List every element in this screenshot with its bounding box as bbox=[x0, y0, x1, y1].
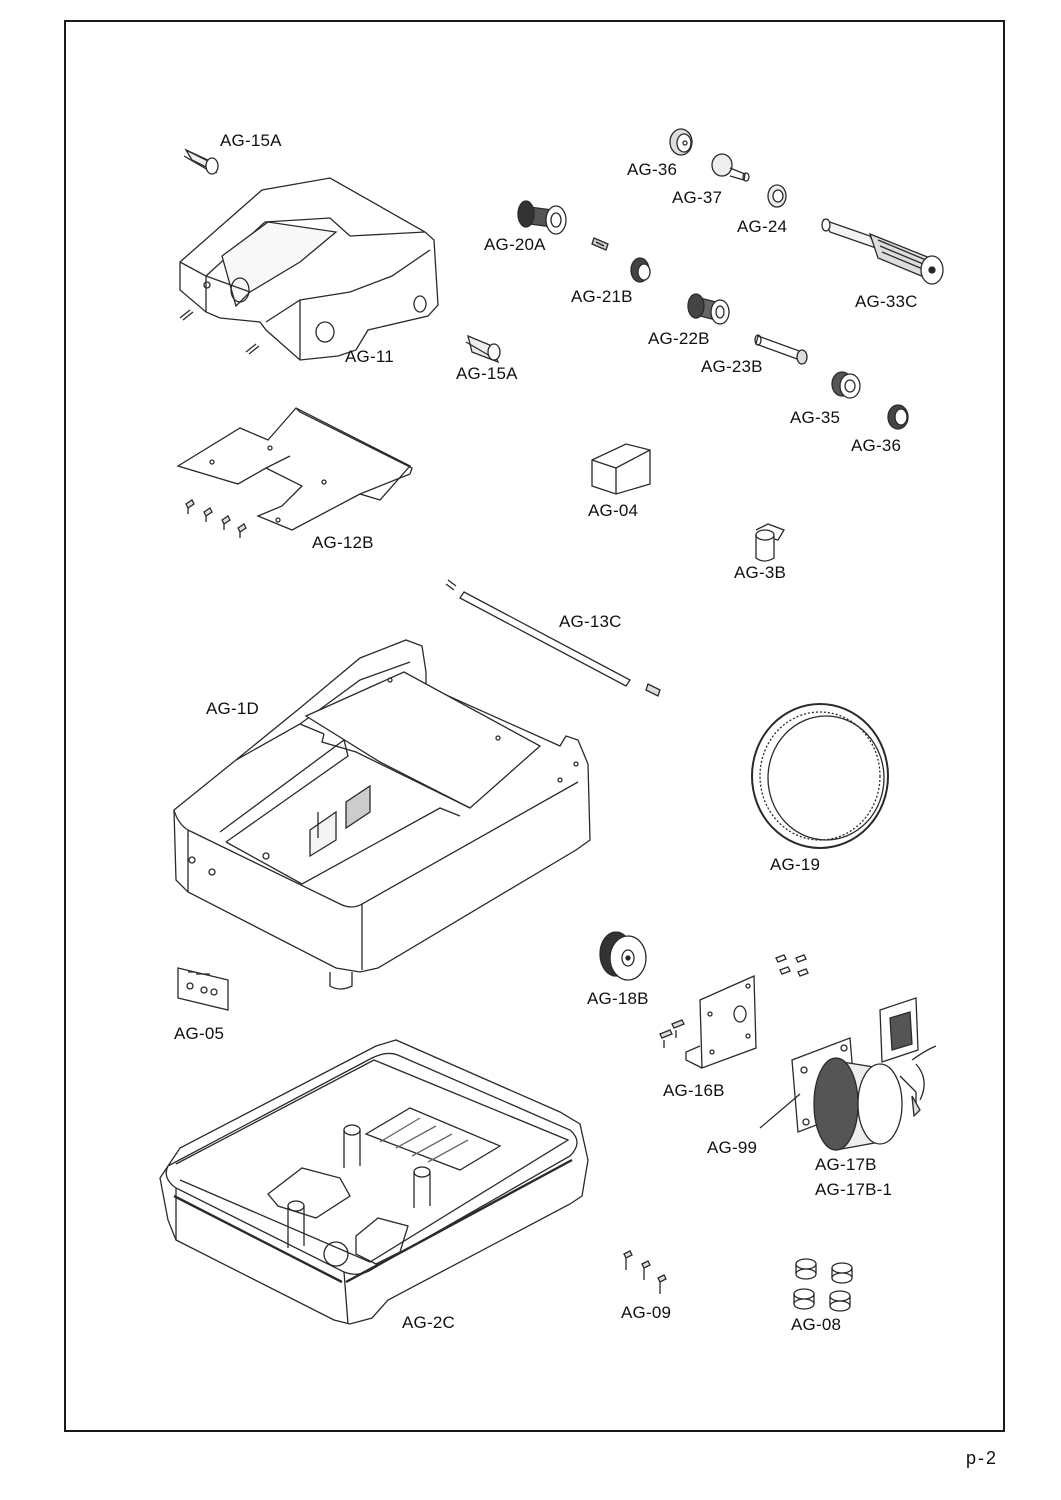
label-ag-37: AG-37 bbox=[672, 188, 723, 207]
label-ag-16b: AG-16B bbox=[663, 1081, 725, 1100]
part-ag-13c bbox=[445, 579, 661, 697]
part-ag-19 bbox=[751, 703, 889, 849]
part-ag-17b-motor bbox=[759, 997, 937, 1151]
part-ag-21b bbox=[591, 237, 651, 283]
part-ag-2c bbox=[159, 1039, 589, 1325]
label-ag-24: AG-24 bbox=[737, 217, 788, 236]
label-ag-04: AG-04 bbox=[588, 501, 639, 520]
part-ag-15a-top bbox=[183, 148, 219, 175]
part-ag-22b bbox=[687, 293, 730, 325]
label-ag-15a-top: AG-15A bbox=[220, 131, 282, 150]
label-ag-22b: AG-22B bbox=[648, 329, 710, 348]
part-ag-16b bbox=[659, 954, 809, 1069]
part-ag-12b bbox=[176, 407, 413, 538]
label-ag-09: AG-09 bbox=[621, 1303, 672, 1322]
part-ag-08 bbox=[793, 1258, 853, 1312]
label-ag-12b: AG-12B bbox=[312, 533, 374, 552]
label-ag-35: AG-35 bbox=[790, 408, 841, 427]
label-ag-23b: AG-23B bbox=[701, 357, 763, 376]
part-ag-35 bbox=[831, 371, 861, 399]
label-ag-13c: AG-13C bbox=[559, 612, 622, 631]
part-ag-36-bottom bbox=[887, 404, 909, 430]
part-ag-18b bbox=[599, 931, 647, 981]
page-number: p-2 bbox=[966, 1448, 999, 1468]
part-ag-36-top bbox=[669, 128, 693, 156]
label-ag-36-top: AG-36 bbox=[627, 160, 678, 179]
label-ag-15a-mid: AG-15A bbox=[456, 364, 518, 383]
label-ag-33c: AG-33C bbox=[855, 292, 918, 311]
part-ag-05 bbox=[177, 967, 229, 1011]
part-ag-04 bbox=[591, 443, 651, 495]
part-ag-1d bbox=[173, 639, 591, 990]
part-ag-33c bbox=[821, 218, 944, 285]
label-ag-20a: AG-20A bbox=[484, 235, 546, 254]
part-ag-24 bbox=[767, 184, 787, 208]
part-ag-11 bbox=[179, 177, 439, 361]
label-ag-17b-1: AG-17B-1 bbox=[815, 1180, 893, 1199]
label-ag-05: AG-05 bbox=[174, 1024, 225, 1043]
part-ag-20a bbox=[517, 200, 567, 235]
label-ag-21b: AG-21B bbox=[571, 287, 633, 306]
part-ag-3b bbox=[755, 523, 785, 562]
label-ag-99: AG-99 bbox=[707, 1138, 758, 1157]
label-ag-3b: AG-3B bbox=[734, 563, 787, 582]
diagram-frame bbox=[64, 20, 1005, 1432]
label-ag-11: AG-11 bbox=[345, 347, 394, 366]
part-ag-09 bbox=[623, 1250, 667, 1294]
label-ag-17b: AG-17B bbox=[815, 1155, 877, 1174]
label-ag-1d: AG-1D bbox=[206, 699, 259, 718]
label-ag-2c: AG-2C bbox=[402, 1313, 455, 1332]
part-ag-23b bbox=[754, 334, 808, 365]
label-ag-08: AG-08 bbox=[791, 1315, 842, 1334]
label-ag-19: AG-19 bbox=[770, 855, 821, 874]
label-ag-18b: AG-18B bbox=[587, 989, 649, 1008]
part-ag-37 bbox=[711, 153, 750, 182]
label-ag-36-bottom: AG-36 bbox=[851, 436, 902, 455]
part-ag-15a-mid bbox=[465, 334, 501, 364]
